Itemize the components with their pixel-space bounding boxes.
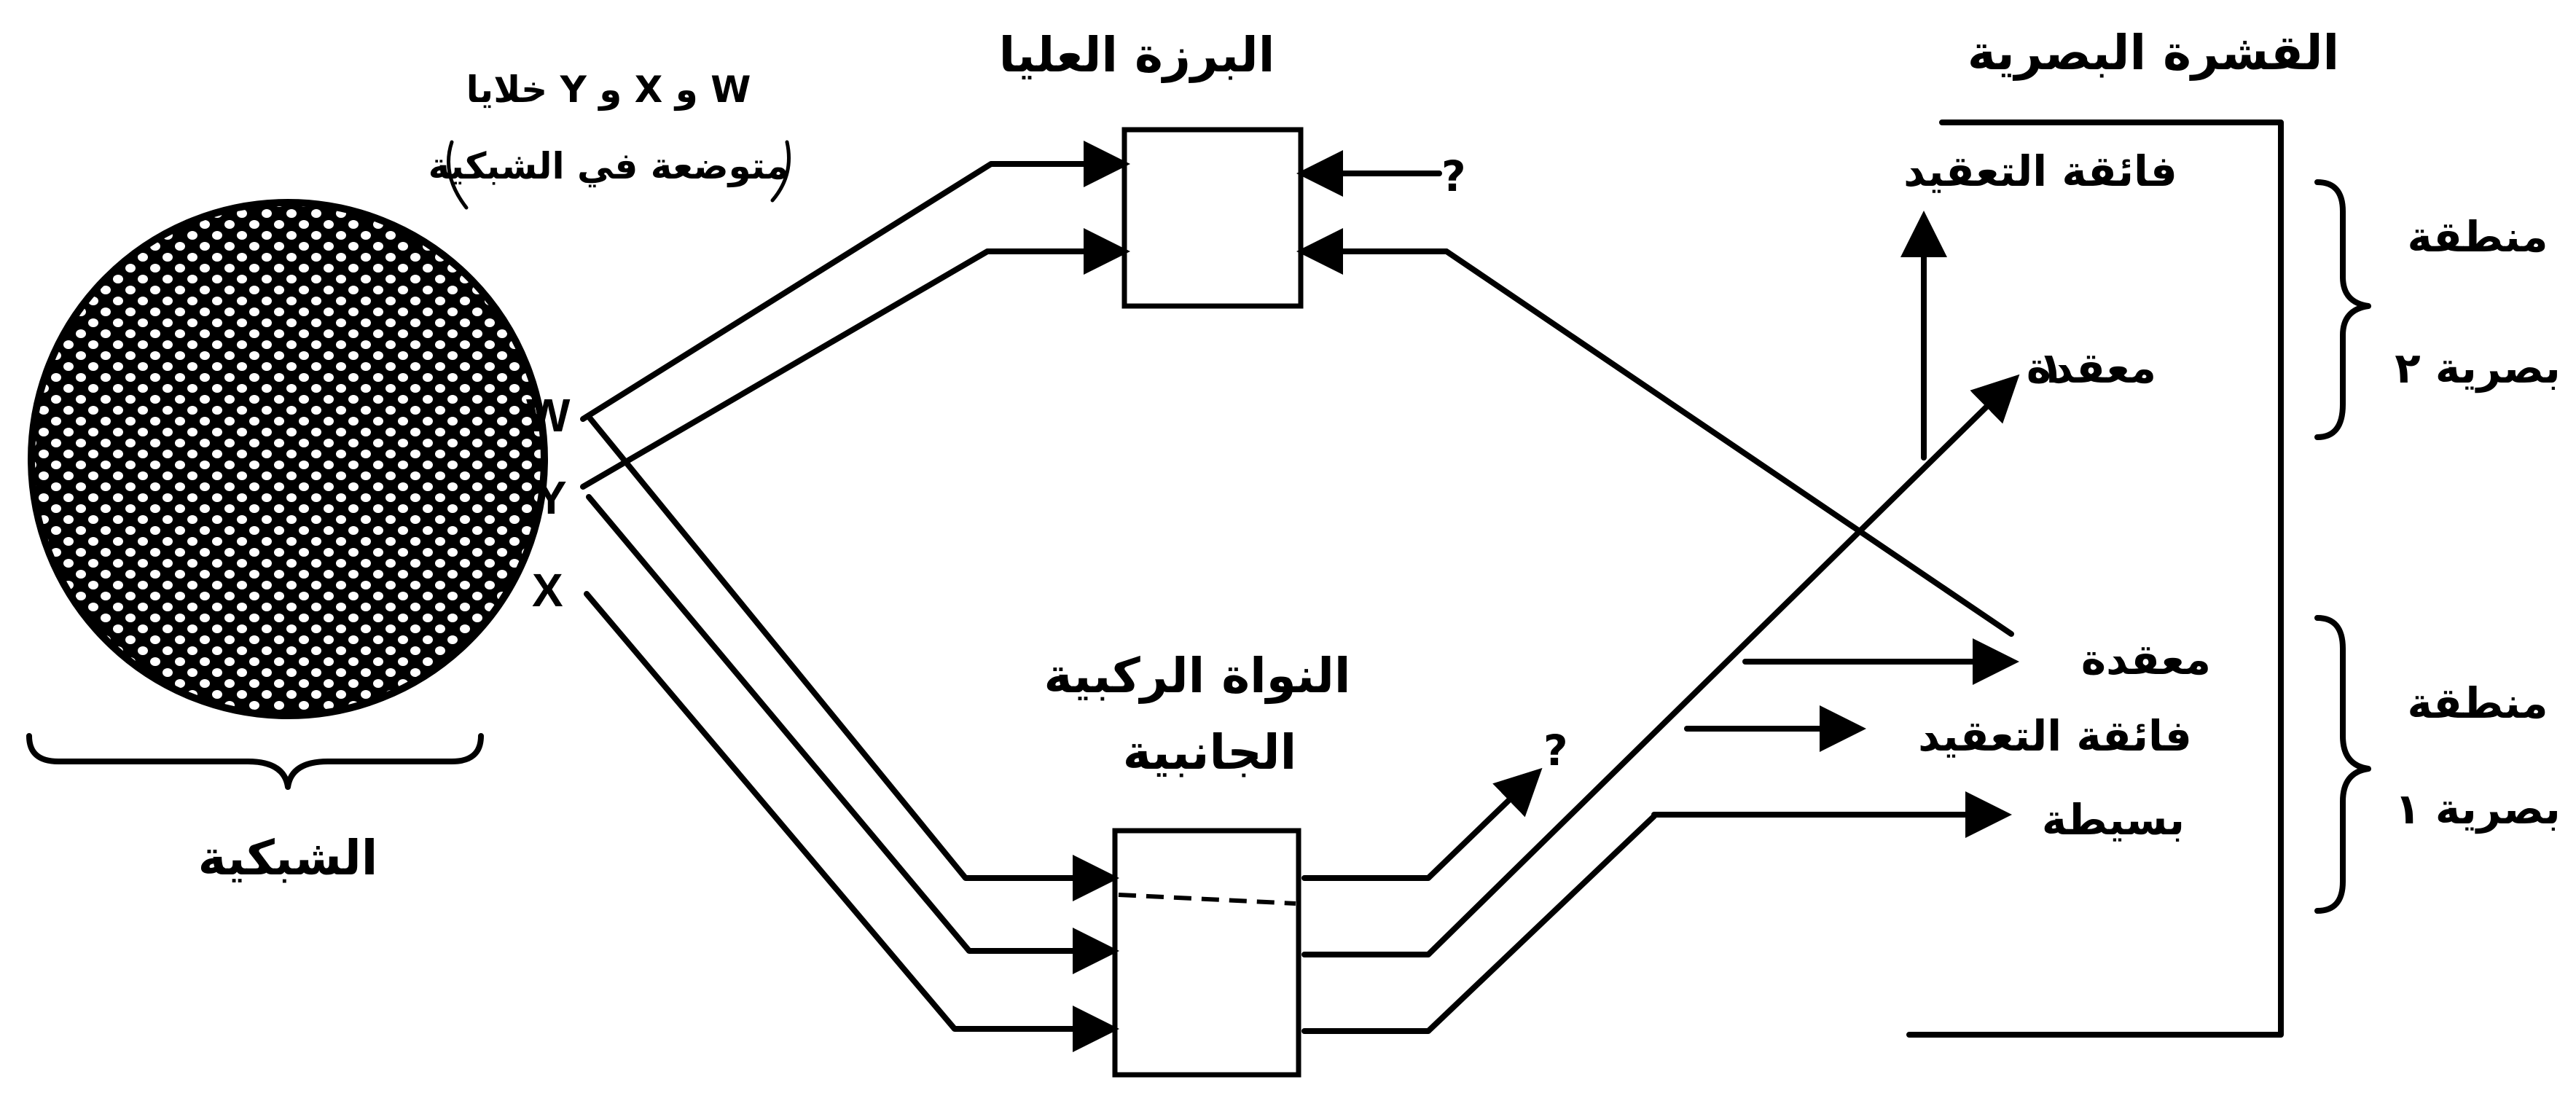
retina-note-bracket-left — [447, 140, 469, 210]
simple-label: بسيطة — [2042, 795, 2185, 845]
complex-bottom-label: معقدة — [2081, 635, 2211, 684]
w-to-lgn — [586, 414, 1119, 901]
retina-brace — [26, 733, 484, 790]
superior-colliculus-label: البرزة العليا — [999, 27, 1275, 83]
superior-colliculus: البرزة العليا — [999, 27, 1304, 309]
area2-label-line2: بصرية ٢ — [2395, 343, 2561, 393]
visual-cortex: القشرة البصرية فائقة التعقيد معقدة ١ معق… — [1903, 25, 2561, 1038]
unknown-1-label: ? — [1441, 152, 1466, 201]
area1-label-line1: منطقة — [2407, 678, 2548, 728]
y-to-lgn — [586, 494, 1119, 974]
retina-cells-note-line1: خلايا Y و X و W — [466, 68, 751, 111]
superior-colliculus-box — [1121, 127, 1304, 309]
retina-label: الشبكية — [198, 830, 378, 886]
retina-cells-note-line2: متوضعة في الشبكية — [428, 145, 789, 188]
hypercomplex-top-label: فائقة التعقيد — [1903, 146, 2177, 196]
lgn-to-cortex-area1 — [1301, 813, 1657, 1034]
lgn-label-line1: النواة الركبية — [1044, 648, 1350, 705]
lateral-geniculate-nucleus: النواة الركبية الجانبية — [1044, 648, 1351, 1078]
lgn-to-unknown — [1301, 767, 1543, 881]
cell-w-label: W — [526, 389, 571, 442]
visual-cortex-label: القشرة البصرية — [1968, 25, 2339, 81]
area2-brace — [2314, 179, 2371, 440]
area2-label-line1: منطقة — [2407, 212, 2548, 262]
complex-top-label: معقدة — [2027, 343, 2156, 393]
pathways: ? ? — [580, 141, 2020, 1052]
lgn-divider — [1118, 893, 1296, 906]
cell-x-label: X — [532, 564, 563, 616]
hypercomplex-bottom-label: فائقة التعقيد — [1918, 711, 2192, 761]
x-to-lgn — [584, 591, 1119, 1052]
retina-circle — [28, 199, 548, 719]
retina: الشبكية خلايا Y و X و W متوضعة في الشبكي… — [26, 68, 791, 886]
visual-cortex-bracket — [1906, 120, 2284, 1038]
retina-note-bracket — [770, 140, 791, 203]
y-to-colliculus — [580, 228, 1130, 490]
area1-label-line2: بصرية ١ — [2395, 784, 2561, 834]
lgn-box — [1112, 828, 1301, 1078]
complex-top-number: ١ — [2038, 343, 2064, 393]
cortex-to-colliculus — [1296, 228, 2014, 637]
unknown-2-label: ? — [1543, 726, 1568, 775]
lgn-label-line2: الجانبية — [1123, 724, 1296, 780]
cell-y-label: Y — [536, 471, 567, 524]
w-to-colliculus — [580, 141, 1130, 422]
area1-brace — [2314, 615, 2371, 914]
lgn-to-complex-top — [1301, 374, 2020, 957]
cell-types: W Y X — [526, 389, 571, 616]
